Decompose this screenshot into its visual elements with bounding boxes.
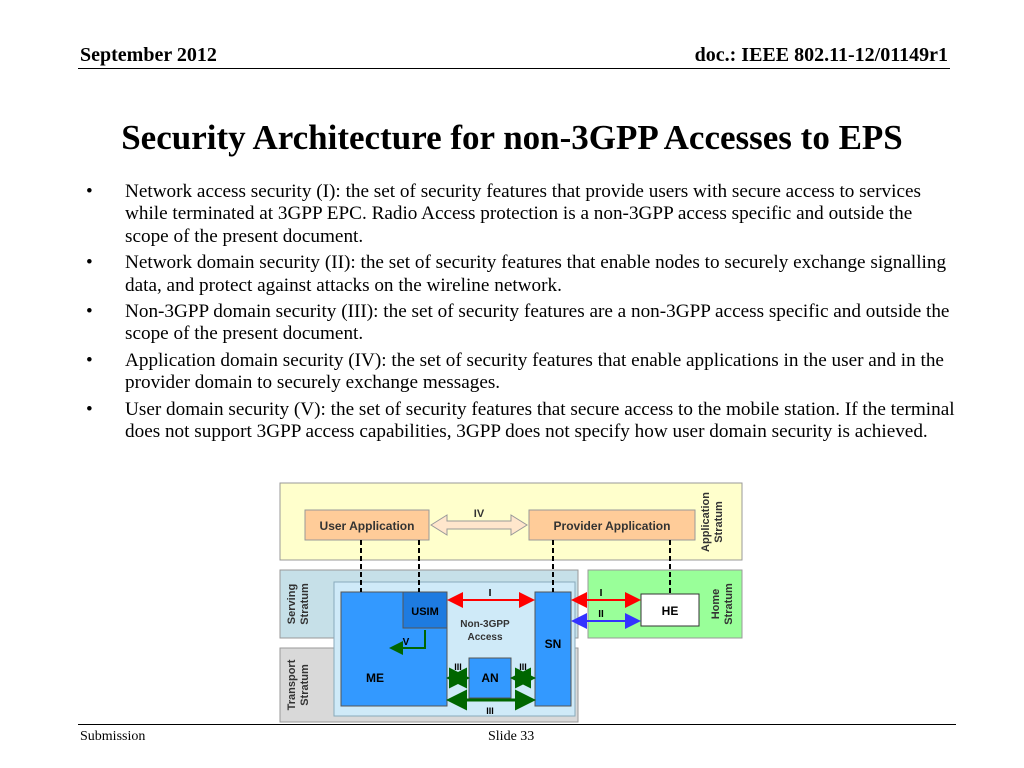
usim-label: USIM	[411, 606, 439, 618]
transport-stratum-label: TransportStratum	[286, 659, 311, 710]
iii-label: III	[519, 662, 527, 672]
bullet-icon: •	[86, 252, 93, 274]
sn-node	[534, 591, 572, 707]
footer-submission: Submission	[80, 729, 146, 744]
an-label: AN	[481, 671, 498, 685]
v-label: V	[403, 637, 410, 648]
v-arrow	[389, 630, 426, 655]
ii-label: II	[598, 609, 604, 620]
security-architecture-diagram: User Application Provider Application IV…	[279, 482, 743, 723]
provider-application-label: Provider Application	[554, 519, 671, 533]
home-stratum-label: HomeStratum	[710, 583, 735, 625]
bullet-text: Non-3GPP domain security (III): the set …	[125, 301, 950, 345]
iv-label: IV	[474, 508, 485, 520]
application-stratum-label: ApplicationStratum	[700, 492, 725, 552]
he-label: HE	[662, 604, 679, 618]
serving-stratum-label: ServingStratum	[286, 583, 311, 625]
bullet-icon: •	[86, 301, 93, 323]
i-label: I	[600, 588, 603, 599]
bullet-icon: •	[86, 398, 93, 420]
bullet-item: • User domain security (V): the set of se…	[86, 399, 956, 444]
iii-label: III	[454, 662, 462, 672]
header-doc-id: doc.: IEEE 802.11-12/01149r1	[694, 44, 948, 66]
bullet-text: User domain security (V): the set of sec…	[125, 398, 955, 443]
me-label: ME	[366, 671, 384, 685]
he-node	[640, 593, 700, 627]
header-date: September 2012	[80, 44, 217, 66]
footer-slide-number: Slide 33	[488, 729, 535, 744]
usim-node	[402, 591, 448, 629]
footer-divider	[78, 724, 956, 725]
slide-title: Security Architecture for non-3GPP Acces…	[121, 118, 903, 157]
iii-label: III	[486, 706, 494, 716]
bullet-item: • Non-3GPP domain security (III): the set…	[86, 301, 956, 346]
bullet-item: • Network access security (I): the set of…	[86, 181, 956, 248]
i-label: I	[489, 588, 492, 599]
bullet-item: • Network domain security (II): the set o…	[86, 252, 956, 297]
bullet-list: • Network access security (I): the set of…	[86, 181, 956, 447]
iv-arrow	[430, 514, 528, 536]
header-divider	[78, 68, 950, 69]
provider-application-box	[528, 509, 696, 541]
user-application-box	[304, 509, 430, 541]
bullet-text: Network access security (I): the set of …	[125, 181, 921, 247]
bullet-icon: •	[86, 181, 93, 202]
bullet-text: Application domain security (IV): the se…	[125, 349, 944, 394]
sn-label: SN	[545, 637, 562, 651]
bullet-icon: •	[86, 349, 93, 371]
user-application-label: User Application	[320, 519, 415, 533]
bullet-item: • Application domain security (IV): the s…	[86, 350, 956, 395]
bullet-text: Network domain security (II): the set of…	[125, 252, 947, 296]
